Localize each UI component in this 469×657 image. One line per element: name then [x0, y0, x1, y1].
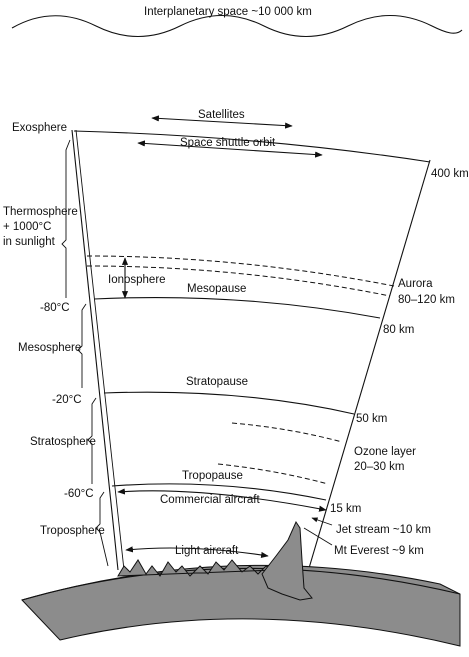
stratopause-line [103, 391, 355, 415]
left-edge-outer [71, 129, 119, 571]
mesopause-label: Mesopause [187, 283, 246, 295]
exosphere-label: Exosphere [12, 122, 67, 134]
commercial-label: Commercial aircraft [160, 494, 260, 506]
mesosphere-bracket [77, 303, 87, 388]
mesopause-line [93, 296, 381, 319]
jet-stream-label: Jet stream ~10 km [336, 524, 431, 536]
temp-minus60: -60°C [64, 488, 94, 500]
temp-minus20: -20°C [52, 394, 82, 406]
light-aircraft-label: Light aircraft [175, 545, 239, 557]
left-edge-inner [75, 129, 125, 571]
temp-minus80: -80°C [40, 302, 70, 314]
stratosphere-bracket [87, 397, 97, 484]
satellites-label: Satellites [198, 109, 245, 121]
everest-label: Mt Everest ~9 km [334, 545, 424, 557]
commercial-arrow [117, 488, 327, 512]
mountain-range [117, 559, 275, 577]
mount-everest [261, 520, 313, 601]
km50-label: 50 km [356, 413, 387, 425]
aurora-range: 80–120 km [398, 294, 455, 306]
ozone-range: 20–30 km [354, 461, 405, 473]
jet-stream-pointer [311, 517, 333, 526]
interplanetary-boundary [11, 14, 463, 38]
ionosphere-lower-dashed [86, 265, 391, 297]
ozone-upper-dashed [231, 422, 343, 443]
stratosphere-label: Stratosphere [30, 436, 96, 448]
shuttle-label: Space shuttle orbit [180, 137, 276, 149]
right-edge [303, 159, 431, 586]
tropopause-label: Tropopause [182, 470, 243, 482]
interplanetary-label: Interplanetary space ~10 000 km [144, 6, 312, 18]
ionosphere-upper-dashed [86, 255, 395, 287]
thermosphere-temp: + 1000°C [3, 221, 51, 233]
thermosphere-bracket [61, 139, 71, 298]
km80-label: 80 km [383, 324, 414, 336]
aurora-label: Aurora [398, 278, 433, 290]
mesosphere-label: Mesosphere [18, 342, 81, 354]
troposphere-bracket [95, 491, 109, 567]
satellites-arrow [151, 115, 293, 129]
earth-crust [21, 564, 461, 647]
ionosphere-label: Ionosphere [108, 274, 166, 286]
thermosphere-sunlight: in sunlight [3, 236, 56, 248]
km400-label: 400 km [431, 168, 469, 180]
everest-pointer [303, 527, 333, 546]
ozone-lower-dashed [217, 463, 329, 485]
light-aircraft-arrow [125, 546, 269, 558]
shuttle-arrow [137, 140, 323, 158]
troposphere-label: Troposphere [40, 525, 105, 537]
stratopause-label: Stratopause [186, 376, 248, 388]
ozone-label: Ozone layer [354, 446, 416, 458]
km15-label: 15 km [330, 503, 361, 515]
thermosphere-label: Thermosphere [3, 206, 78, 218]
